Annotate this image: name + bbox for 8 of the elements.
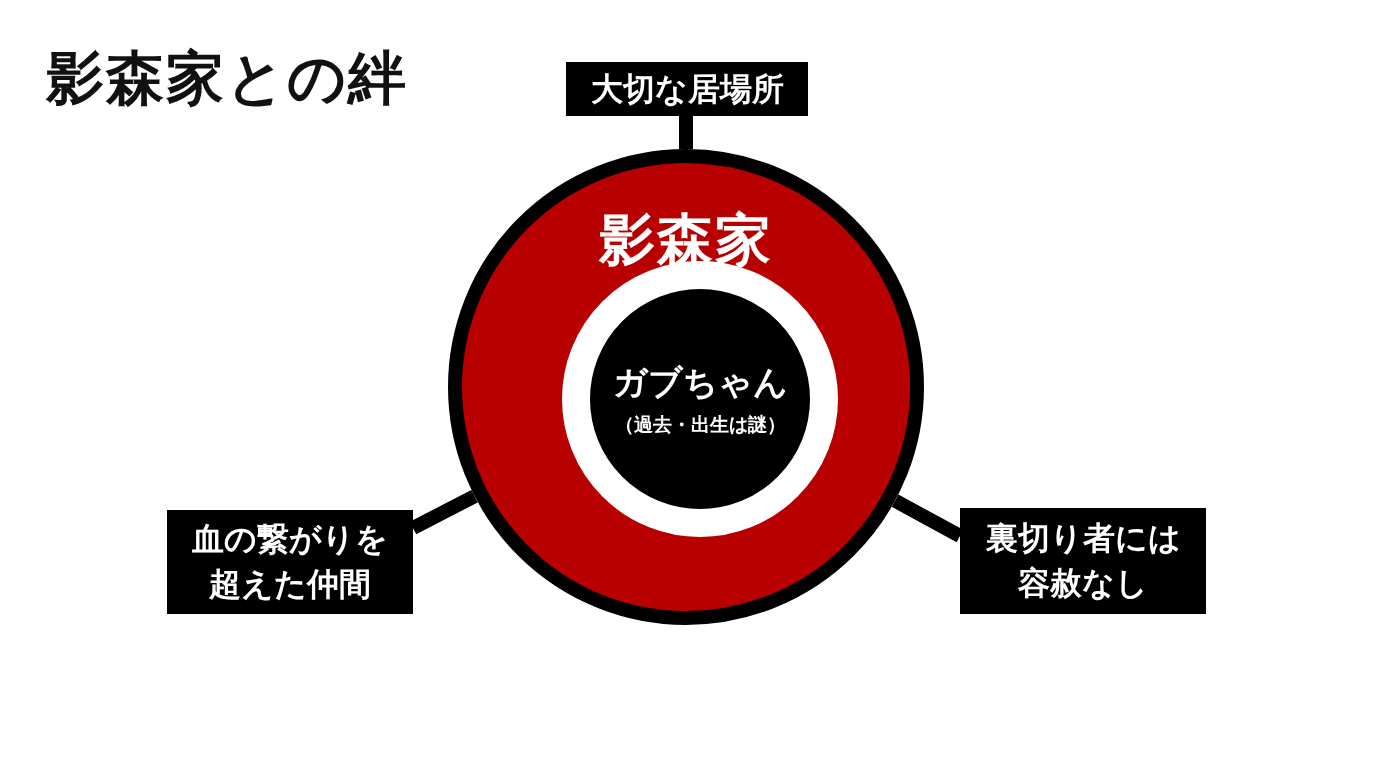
title: 影森家との絆 [46, 43, 408, 114]
center-name: ガブちゃん [612, 361, 788, 404]
center-note: （過去・出生は謎） [614, 412, 786, 437]
label-box: 裏切り者には容赦なし [960, 508, 1206, 614]
circle-label: 影森家 [597, 206, 774, 274]
label-box: 血の繋がりを超えた仲間 [167, 510, 413, 614]
connector-line [679, 116, 693, 149]
label-box: 大切な居場所 [566, 62, 808, 116]
